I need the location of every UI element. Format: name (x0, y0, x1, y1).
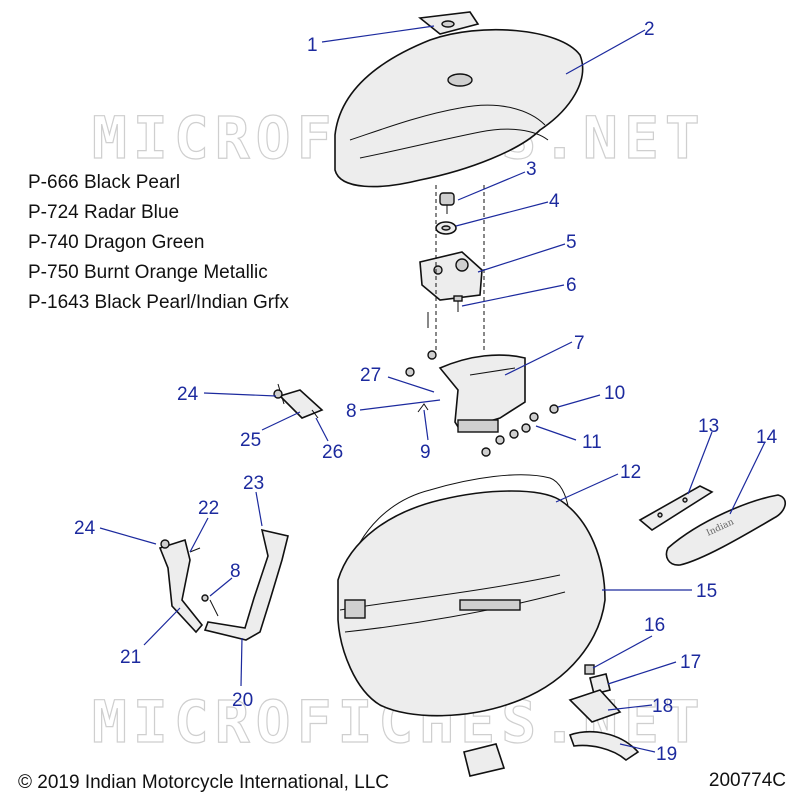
callout-23: 23 (243, 473, 264, 494)
paint-code-item: P-1643 Black Pearl/Indian Grfx (28, 292, 289, 313)
callout-22: 22 (198, 498, 219, 519)
loose-bracket (463, 743, 506, 777)
callout-2: 2 (644, 19, 655, 40)
part-17-clip (589, 673, 611, 695)
callout-3: 3 (526, 159, 537, 180)
callout-8-upper: 8 (346, 401, 357, 422)
part-2-saddlebag-lid (334, 28, 584, 188)
callout-8-lower: 8 (230, 561, 241, 582)
part-3-bolt (439, 192, 455, 214)
part-20-rear-rail (201, 528, 289, 641)
callout-12: 12 (620, 462, 641, 483)
callout-16: 16 (644, 615, 665, 636)
drawing-number: 200774C (708, 770, 786, 791)
part-7-hinge-plate (438, 354, 526, 433)
part-16-screw (584, 664, 595, 675)
part-4-grommet (435, 221, 457, 235)
part-1-lid-cap (418, 11, 480, 35)
hinge-fasteners (405, 350, 559, 457)
callout-14: 14 (756, 427, 778, 448)
part-19-bracket (568, 731, 640, 762)
callout-17: 17 (680, 652, 701, 673)
part-15-saddlebag-body (337, 490, 606, 717)
callout-26: 26 (322, 442, 343, 463)
callout-7: 7 (574, 333, 585, 354)
callout-19: 19 (656, 744, 677, 765)
callout-24-lower: 24 (74, 518, 96, 539)
callout-5: 5 (566, 232, 577, 253)
callout-25: 25 (240, 430, 261, 451)
callout-10: 10 (604, 383, 625, 404)
callout-11: 11 (582, 432, 602, 453)
part-21-front-rail (158, 538, 204, 634)
paint-code-item: P-666 Black Pearl (28, 172, 181, 193)
callout-13: 13 (698, 416, 719, 437)
copyright-notice: © 2019 Indian Motorcycle International, … (18, 772, 389, 793)
callout-labels: 1 2 3 4 5 6 7 27 8 9 10 11 12 13 14 15 1… (74, 19, 778, 765)
paint-code-item: P-740 Dragon Green (28, 232, 205, 253)
callout-20: 20 (232, 690, 253, 711)
part-18-pad (568, 689, 622, 723)
callout-18: 18 (652, 696, 673, 717)
part-13-emblem-backing (638, 485, 714, 531)
callout-6: 6 (566, 275, 577, 296)
part-5-hinge-block (419, 251, 483, 328)
paint-code-item: P-750 Burnt Orange Metallic (28, 262, 268, 283)
part-6-screw (453, 295, 463, 312)
callout-1: 1 (307, 35, 318, 56)
callout-21: 21 (120, 647, 141, 668)
callout-15: 15 (696, 581, 717, 602)
callout-27: 27 (360, 365, 381, 386)
callout-9: 9 (420, 442, 431, 463)
paint-code-item: P-724 Radar Blue (28, 202, 180, 223)
leader-lines (99, 25, 766, 753)
callout-4: 4 (549, 191, 560, 212)
part-25-bracket (273, 383, 324, 419)
paint-code-list: P-666 Black Pearl P-724 Radar Blue P-740… (28, 168, 289, 318)
callout-24-upper: 24 (177, 384, 199, 405)
